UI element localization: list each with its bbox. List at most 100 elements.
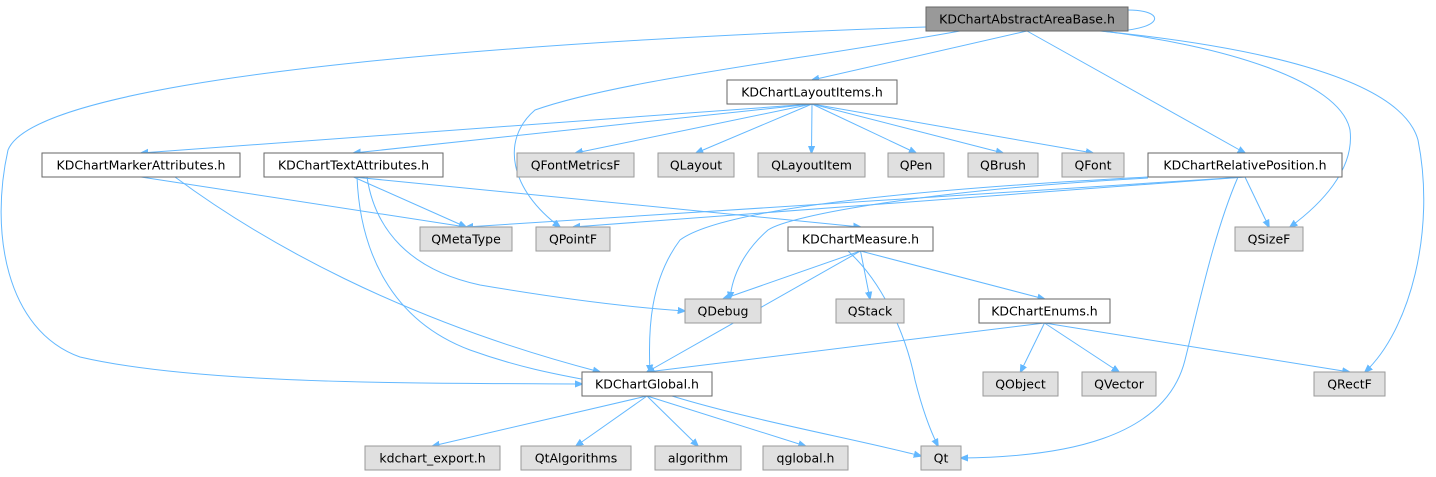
edge-global-to-qtalgorithms: [576, 395, 648, 446]
edge-layoutitems-to-markerattr: [141, 103, 813, 153]
node-qlayout[interactable]: QLayout: [657, 152, 735, 178]
node-kdchart-export-h[interactable]: kdchart_export.h: [364, 445, 501, 471]
node-box: [520, 445, 632, 471]
node-box: [364, 445, 501, 471]
node-kdchartrelativeposition-h[interactable]: KDChartRelativePosition.h: [1147, 152, 1343, 178]
node-box: [535, 226, 611, 252]
edge-textattr-to-global: [356, 176, 592, 381]
node-kdchartglobal-h[interactable]: KDChartGlobal.h: [581, 371, 713, 397]
edge-relpos-to-qt: [961, 176, 1239, 458]
node-qstack[interactable]: QStack: [835, 298, 905, 324]
node-qsizef[interactable]: QSizeF: [1234, 226, 1304, 252]
node-qdebug[interactable]: QDebug: [684, 298, 762, 324]
edge-global-to-algorithm: [646, 395, 698, 446]
node-label: QtAlgorithms: [535, 451, 617, 466]
node-label: QDebug: [698, 304, 749, 319]
node-box: [41, 152, 241, 178]
edge-relpos-to-qpointf: [573, 176, 1246, 227]
edge-layoutitems-to-textattr: [354, 103, 813, 153]
node-box: [925, 6, 1129, 32]
node-kdchartabstractareabase-h[interactable]: KDChartAbstractAreaBase.h: [925, 6, 1129, 32]
node-label: kdchart_export.h: [379, 451, 485, 466]
node-label: KDChartAbstractAreaBase.h: [939, 12, 1115, 27]
node-qt[interactable]: Qt: [920, 445, 962, 471]
node-label: qglobal.h: [777, 451, 835, 466]
node-qtalgorithms[interactable]: QtAlgorithms: [520, 445, 632, 471]
node-qpointf[interactable]: QPointF: [535, 226, 611, 252]
node-label: QObject: [995, 377, 1046, 392]
node-label: KDChartMarkerAttributes.h: [57, 158, 226, 173]
node-box: [982, 371, 1059, 397]
node-label: KDChartGlobal.h: [595, 377, 699, 392]
node-label: QFontMetricsF: [531, 158, 621, 173]
node-box: [1234, 226, 1304, 252]
node-kdchartmarkerattributes-h[interactable]: KDChartMarkerAttributes.h: [41, 152, 241, 178]
edges-layer: [0, 9, 1425, 458]
edge-global-to-qglobal: [646, 395, 806, 446]
node-box: [684, 298, 762, 324]
node-label: QStack: [848, 304, 893, 319]
node-qvector[interactable]: QVector: [1081, 371, 1157, 397]
edge-textattr-to-qmetatype: [353, 176, 467, 227]
node-label: QBrush: [980, 158, 1026, 173]
node-label: KDChartLayoutItems.h: [741, 85, 883, 100]
edge-layoutitems-to-qpen: [811, 103, 916, 153]
edge-relpos-to-qdebug: [730, 177, 1149, 299]
node-label: QSizeF: [1248, 232, 1291, 247]
node-algorithm[interactable]: algorithm: [654, 445, 742, 471]
node-label: KDChartTextAttributes.h: [278, 158, 429, 173]
node-label: QMetaType: [431, 232, 501, 247]
node-qpen[interactable]: QPen: [887, 152, 945, 178]
edge-measure-to-qdebug: [723, 250, 861, 299]
node-box: [1081, 371, 1157, 397]
edge-markerattr-to-global: [174, 176, 600, 372]
node-qfont[interactable]: QFont: [1061, 152, 1125, 178]
edge-layoutitems-to-qfont: [811, 103, 1093, 153]
node-label: QPointF: [549, 232, 597, 247]
node-label: QRectF: [1327, 377, 1372, 392]
node-box: [1313, 371, 1386, 397]
node-label: KDChartMeasure.h: [802, 232, 919, 247]
node-label: QVector: [1094, 377, 1145, 392]
edge-layoutitems-to-qbrush: [811, 103, 1003, 153]
edge-root-to-layoutitems: [812, 30, 1028, 80]
edge-layoutitems-to-qlayoutitem: [812, 103, 813, 153]
edge-relpos-to-qsizef: [1244, 176, 1269, 227]
node-box: [419, 226, 513, 252]
edge-global-to-qt: [671, 395, 921, 456]
edge-root-to-relpos: [1026, 30, 1245, 153]
edge-global-to-kdchartexport: [433, 395, 648, 446]
node-label: KDChartEnums.h: [991, 304, 1098, 319]
node-kdchartmeasure-h[interactable]: KDChartMeasure.h: [787, 226, 934, 252]
edge-relpos-to-qmetatype: [466, 176, 1246, 227]
node-label: algorithm: [668, 451, 728, 466]
node-qobject[interactable]: QObject: [982, 371, 1059, 397]
node-box: [1147, 152, 1343, 178]
edge-enums-to-qrectf: [1044, 322, 1350, 372]
edge-root-to-qrectf: [1099, 30, 1425, 372]
node-kdchartlayoutitems-h[interactable]: KDChartLayoutItems.h: [726, 79, 898, 105]
node-box: [978, 298, 1111, 324]
node-qrectf[interactable]: QRectF: [1313, 371, 1386, 397]
node-qlayoutitem[interactable]: QLayoutItem: [757, 152, 866, 178]
node-label: QLayoutItem: [771, 158, 852, 173]
edge-textattr-to-qdebug: [366, 176, 685, 311]
node-label: Qt: [934, 451, 949, 466]
node-qbrush[interactable]: QBrush: [967, 152, 1039, 178]
edge-relpos-to-global: [649, 176, 1149, 372]
node-kdcharttextattributes-h[interactable]: KDChartTextAttributes.h: [263, 152, 444, 178]
node-qfontmetricsf[interactable]: QFontMetricsF: [516, 152, 635, 178]
node-label: QPen: [900, 158, 933, 173]
node-box: [967, 152, 1039, 178]
node-box: [762, 445, 849, 471]
node-box: [787, 226, 934, 252]
node-qmetatype[interactable]: QMetaType: [419, 226, 513, 252]
node-label: KDChartRelativePosition.h: [1163, 158, 1326, 173]
edge-root-to-qsizef: [1101, 30, 1351, 227]
node-box: [516, 152, 635, 178]
node-qglobal-h[interactable]: qglobal.h: [762, 445, 849, 471]
node-kdchartenums-h[interactable]: KDChartEnums.h: [978, 298, 1111, 324]
node-box: [263, 152, 444, 178]
edge-measure-to-qt: [847, 250, 938, 446]
